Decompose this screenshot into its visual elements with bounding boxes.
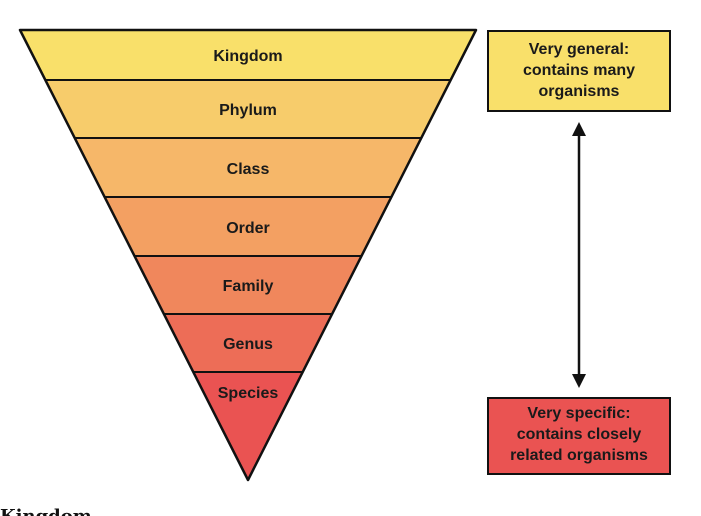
- pyramid-band-family: [20, 256, 476, 314]
- pyramid-band-class: [20, 138, 476, 197]
- general-box-line-3: organisms: [539, 83, 620, 100]
- general-box-line-1: Very general:: [529, 41, 630, 58]
- pyramid-band-kingdom: [20, 30, 476, 80]
- cut-off-caption: Kingdom: [0, 506, 92, 516]
- general-box-line-2: contains many: [523, 62, 635, 79]
- level-label-genus: Genus: [223, 336, 273, 353]
- level-label-kingdom: Kingdom: [213, 48, 282, 65]
- level-label-phylum: Phylum: [219, 102, 277, 119]
- general-box: Very general: contains many organisms: [487, 30, 671, 112]
- pyramid-band-order: [20, 197, 476, 256]
- arrow-down-icon: [572, 374, 586, 388]
- specific-box-line-3: related organisms: [510, 447, 648, 464]
- double-arrow: [572, 122, 586, 388]
- specific-box: Very specific: contains closely related …: [487, 397, 671, 475]
- arrow-up-icon: [572, 122, 586, 136]
- pyramid-band-phylum: [20, 80, 476, 138]
- level-label-order: Order: [226, 220, 270, 237]
- level-label-family: Family: [223, 278, 274, 295]
- specific-box-line-1: Very specific:: [527, 405, 630, 422]
- general-box-background: [487, 30, 671, 112]
- specific-box-line-2: contains closely: [517, 426, 642, 443]
- level-label-species: Species: [218, 385, 279, 402]
- pyramid-outline: [18, 28, 478, 482]
- level-label-class: Class: [227, 161, 270, 178]
- pyramid-band-genus: [20, 314, 476, 372]
- pyramid-labels: Kingdom Phylum Class Order Family Genus …: [213, 48, 282, 402]
- specific-box-background: [487, 397, 671, 475]
